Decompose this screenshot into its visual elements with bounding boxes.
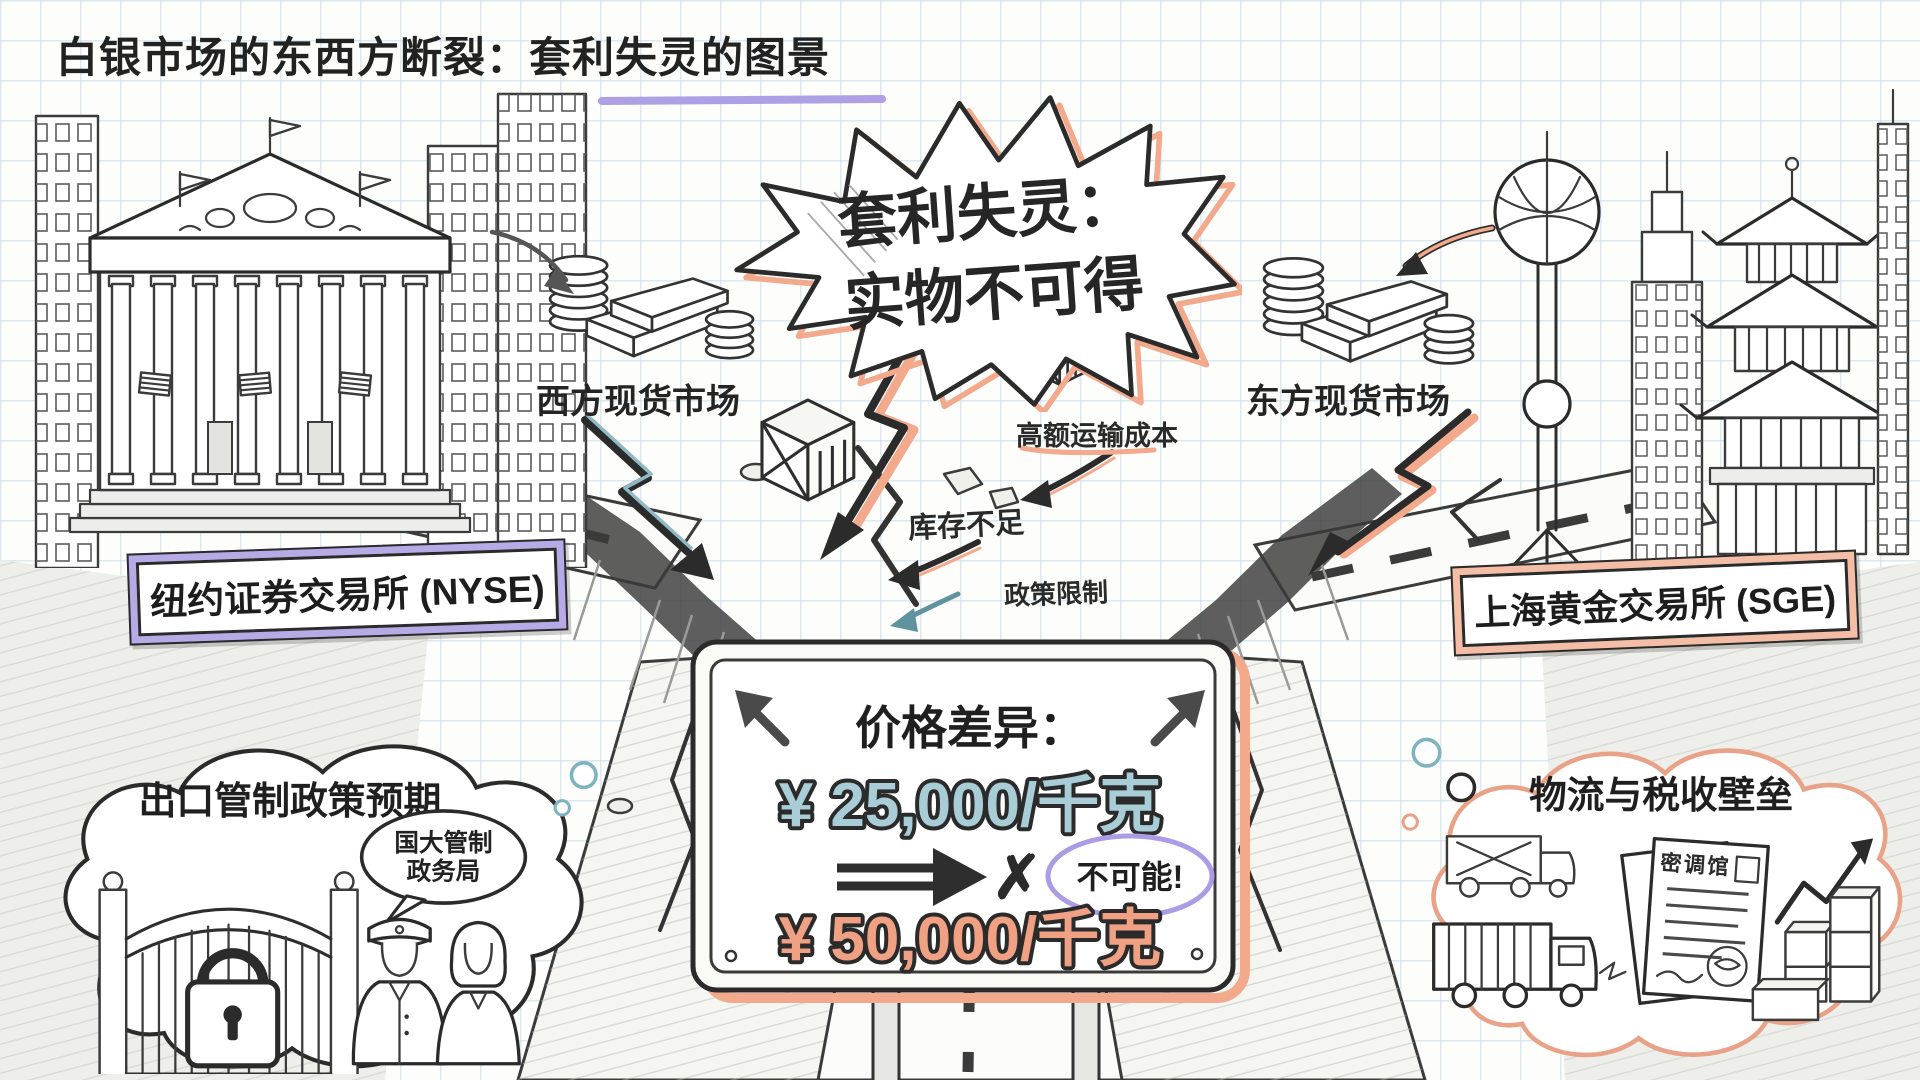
oriental-pearl-tower (1493, 130, 1601, 572)
sge-banner-label: 上海黄金交易所 (SGE) (1459, 558, 1851, 648)
east-price-value: ¥ 50,000/千克 (779, 905, 1162, 974)
inventory-arrow (888, 539, 982, 590)
left-cloud-title: 出口管制政策预期 (139, 781, 442, 823)
stepped-tower (1630, 150, 1704, 572)
thought-bubble-3 (1411, 737, 1442, 768)
crate-icon-large (760, 398, 856, 502)
columns (107, 274, 429, 486)
sign-bolt-right (1190, 947, 1204, 961)
thought-bubble-5 (1401, 813, 1419, 831)
impossible-ellipse (1045, 833, 1215, 919)
document-header: 密调馆 (1660, 850, 1732, 880)
nyse-banner: 纽约证券交易所 (NYSE) (126, 538, 569, 646)
sign-bolt-left (724, 949, 738, 963)
sge-banner: 上海黄金交易所 (SGE) (1450, 549, 1860, 657)
transport-cost-label: 高额运输成本 (1016, 421, 1178, 451)
thought-cloud-right: 物流与税收壁垒 密调馆 (1401, 737, 1903, 1058)
silver-bars-east-icon (1262, 257, 1475, 365)
west-market-label: 西方现货市场 (536, 383, 740, 421)
thought-cloud-left: 出口管制政策预期 国大管制 政务局 (63, 744, 598, 1074)
starburst-shape (734, 95, 1237, 407)
right-tower (1876, 88, 1910, 556)
shanghai-skyline-sketch (1493, 88, 1910, 572)
speech-bubble: 国大管制 政务局 (359, 809, 528, 925)
east-lightning-arrow (1308, 408, 1479, 576)
starburst-hatch (807, 184, 899, 277)
policy-arrow (890, 591, 961, 632)
us-flags-icon (137, 116, 392, 397)
transport-label-underline (1019, 445, 1157, 456)
speech-bubble-line2: 政务局 (407, 858, 481, 886)
pediment-sculpture (178, 192, 362, 232)
stacked-boxes-chart-icon (1751, 838, 1881, 1022)
truck-icon-large (1432, 922, 1627, 1009)
document-icon: 密调馆 (1620, 837, 1770, 1005)
west-curved-arrow (489, 229, 574, 294)
thought-bubble-2 (553, 799, 571, 817)
diverge-arrow-left-icon (735, 690, 790, 747)
price-sign: 价格差异： ¥ 25,000/千克 ✗ 不可能! ¥ 50,000/千克 (690, 639, 1250, 1080)
nyse-banner-label: 纽约证券交易所 (NYSE) (135, 547, 559, 637)
nyse-building-sketch (34, 92, 588, 568)
starburst-callout: 套利失灵： 实物不可得 (734, 95, 1242, 412)
crevice-east (1158, 468, 1402, 664)
impossible-arrow-icon (837, 848, 987, 906)
customs-officials-icon (351, 917, 521, 1066)
right-cloud-title: 物流与税收壁垒 (1529, 774, 1793, 816)
thought-bubble-4 (1446, 772, 1477, 803)
price-heading: 价格差异： (855, 702, 1085, 754)
transport-cost-arrow (1020, 449, 1116, 508)
east-market-label: 东方现货市场 (1246, 383, 1450, 421)
page-title: 白银市场的东西方断裂：套利失灵的图景 (56, 34, 831, 81)
rising-arrow-icon (1774, 838, 1874, 925)
speech-bubble-line1: 国大管制 (394, 828, 492, 857)
west-price-value: ¥ 25,000/千克 (779, 771, 1162, 840)
classical-facade (68, 116, 472, 534)
background-towers (34, 92, 588, 568)
diverge-arrow-right-icon (1150, 690, 1205, 747)
impossible-label: 不可能! (1077, 859, 1184, 895)
cross-mark: ✗ (992, 844, 1042, 911)
policy-limit-label: 政策限制 (1003, 577, 1109, 611)
truck-icon-small (1445, 835, 1576, 898)
thought-bubble-1 (569, 761, 598, 790)
pagoda-sketch (1679, 156, 1905, 556)
low-inventory-label: 库存不足 (907, 506, 1025, 546)
east-curved-arrow (1396, 224, 1496, 276)
west-lightning-arrow (581, 414, 714, 580)
gate-lock-icon (98, 871, 359, 1074)
